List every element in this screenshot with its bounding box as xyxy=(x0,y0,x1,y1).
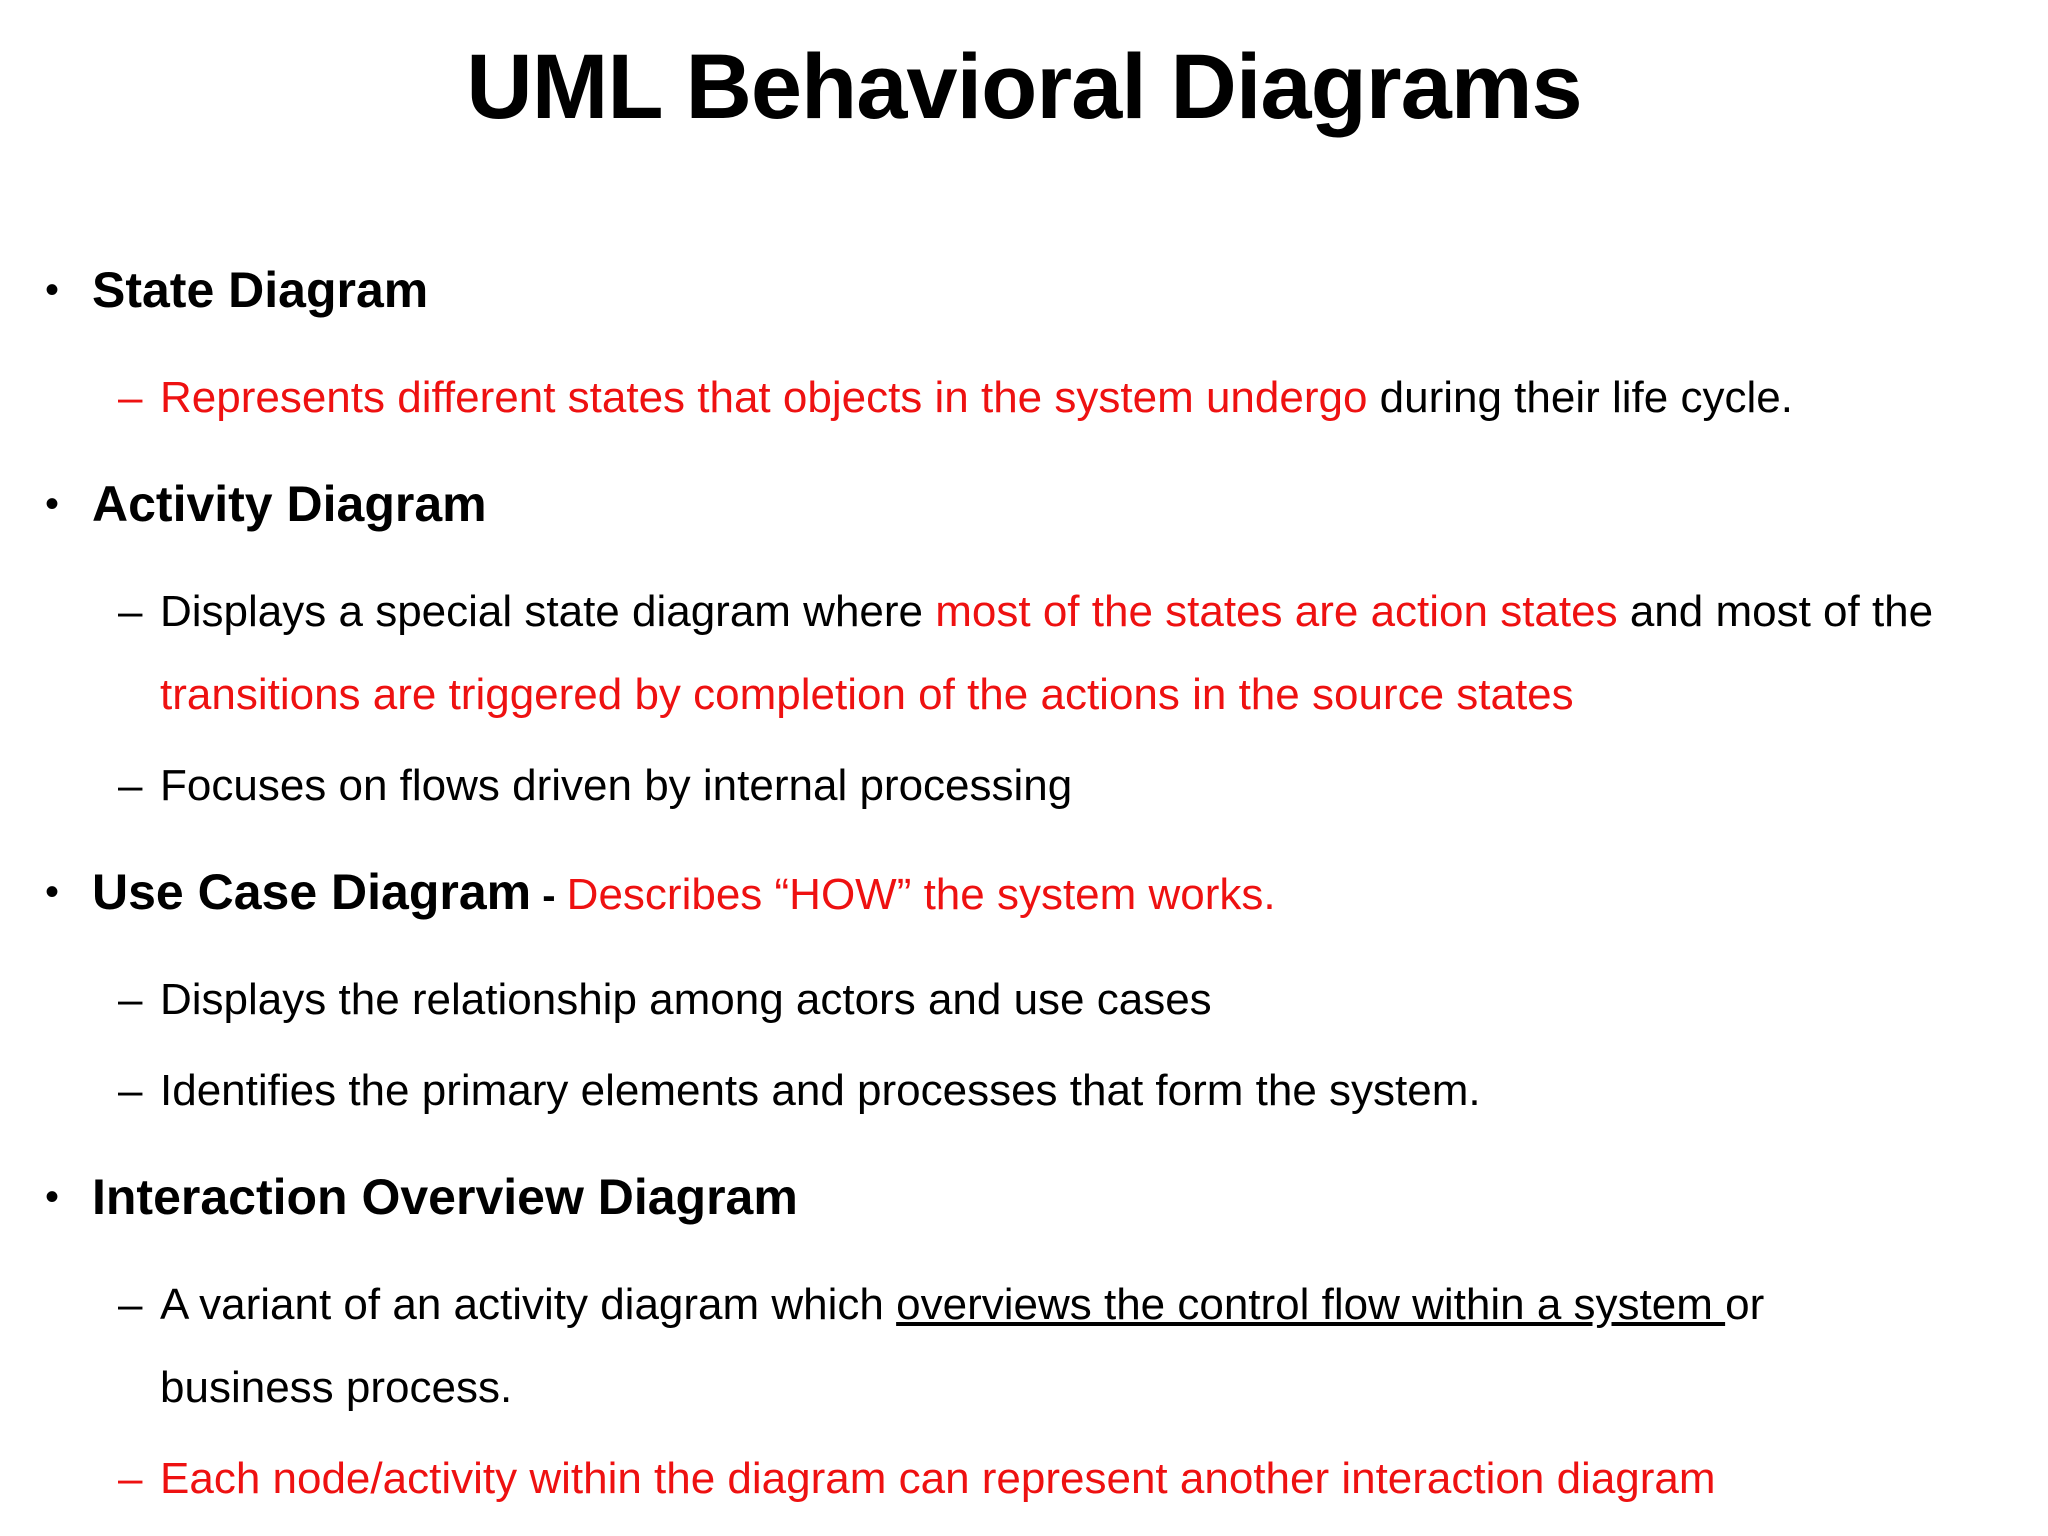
sub-bullet-text: Identifies the primary elements and proc… xyxy=(160,1049,1938,1132)
bullet-list: •State Diagram–Represents different stat… xyxy=(0,245,2048,1520)
bullet-heading: Use Case Diagram - Describes “HOW” the s… xyxy=(92,847,1276,950)
text-segment: and most of the xyxy=(1617,587,1934,636)
sub-bullet-text: Displays a special state diagram where m… xyxy=(160,570,1938,736)
sub-bullet-text: Focuses on flows driven by internal proc… xyxy=(160,744,1938,827)
dash-icon: – xyxy=(118,587,143,636)
dash-icon: – xyxy=(118,1454,143,1503)
bullet-heading-label: Activity Diagram xyxy=(92,476,487,532)
bullet-heading-label: Interaction Overview Diagram xyxy=(92,1169,798,1225)
bullet-item: • State Diagram xyxy=(0,245,1938,348)
dash-icon: – xyxy=(118,1066,143,1115)
bullet-heading: Interaction Overview Diagram xyxy=(92,1152,798,1255)
text-segment: A variant of an activity diagram which xyxy=(160,1280,897,1329)
text-segment: Displays the relationship among actors a… xyxy=(160,975,1212,1024)
bullet-heading-label: Use Case Diagram xyxy=(92,864,532,920)
text-segment: Each node/activity within the diagram ca… xyxy=(160,1454,1716,1503)
bullet-icon: • xyxy=(45,1175,60,1219)
sub-bullet-item: –A variant of an activity diagram which … xyxy=(118,1263,1938,1429)
sub-bullet-item: –Focuses on flows driven by internal pro… xyxy=(118,744,1938,827)
dash-icon: – xyxy=(118,761,143,810)
page-title: UML Behavioral Diagrams xyxy=(466,36,1582,138)
bullet-heading: Activity Diagram xyxy=(92,459,487,562)
bullet-item: • Use Case Diagram - Describes “HOW” the … xyxy=(0,847,1938,950)
text-segment: Identifies the primary elements and proc… xyxy=(160,1066,1481,1115)
sub-bullet-text: Represents different states that objects… xyxy=(160,356,1938,439)
sub-bullet-item: –Each node/activity within the diagram c… xyxy=(118,1437,1938,1520)
text-segment: Displays a special state diagram where xyxy=(160,587,936,636)
bullet-icon: • xyxy=(45,268,60,312)
sub-bullet-item: –Displays a special state diagram where … xyxy=(118,570,1938,736)
dash-icon: – xyxy=(118,975,143,1024)
sub-bullet-item: –Identifies the primary elements and pro… xyxy=(118,1049,1938,1132)
sub-bullet-text: Each node/activity within the diagram ca… xyxy=(160,1437,1938,1520)
text-segment: overviews the control flow within a syst… xyxy=(896,1280,1726,1329)
sub-bullet-item: –Represents different states that object… xyxy=(118,356,1938,439)
dash-icon: – xyxy=(118,1280,143,1329)
text-segment: Represents different states that objects… xyxy=(160,373,1368,422)
bullet-heading: State Diagram xyxy=(92,245,428,348)
text-segment: during their life cycle. xyxy=(1367,373,1793,422)
heading-suffix-dash: - xyxy=(531,874,567,918)
sub-bullet-item: –Displays the relationship among actors … xyxy=(118,958,1938,1041)
dash-icon: – xyxy=(118,373,143,422)
bullet-item: • Interaction Overview Diagram xyxy=(0,1152,1938,1255)
bullet-item: • Activity Diagram xyxy=(0,459,1938,562)
text-segment: or business process. xyxy=(160,1280,1765,1412)
text-segment: most of the states are action states xyxy=(935,587,1618,636)
bullet-heading-label: State Diagram xyxy=(92,262,429,318)
bullet-icon: • xyxy=(45,870,60,914)
bullet-icon: • xyxy=(45,482,60,526)
sub-bullet-text: Displays the relationship among actors a… xyxy=(160,958,1938,1041)
text-segment: Focuses on flows driven by internal proc… xyxy=(160,761,1073,810)
sub-bullet-text: A variant of an activity diagram which o… xyxy=(160,1263,1938,1429)
text-segment: transitions are triggered by completion … xyxy=(160,670,1574,719)
heading-suffix-text: Describes “HOW” the system works. xyxy=(566,870,1276,919)
